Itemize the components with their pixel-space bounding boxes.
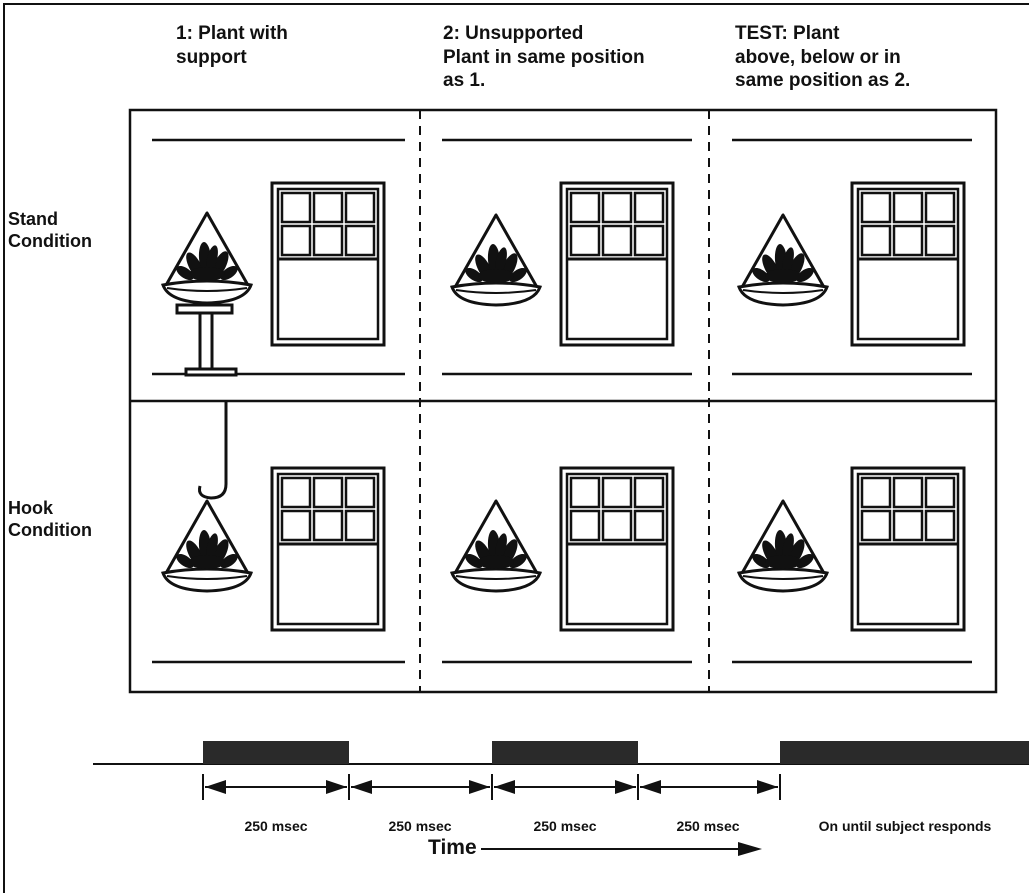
stimulus-bar [203, 741, 349, 764]
interval-arrows [205, 780, 778, 794]
stimulus-bar [492, 741, 638, 764]
window-icon [270, 181, 386, 347]
window-icon [270, 466, 386, 632]
row-label-hook: Hook Condition [8, 498, 92, 541]
time-arrow [481, 842, 762, 856]
duration-label: 250 msec [244, 818, 308, 834]
interval-ticks [202, 774, 781, 800]
window-icon [559, 466, 675, 632]
figure-frame [3, 3, 1029, 893]
stimulus-bar [780, 741, 1029, 764]
row-label-stand: Stand Condition [8, 209, 92, 252]
window-icon [850, 181, 966, 347]
column-heading-test: TEST: Plant above, below or in same posi… [735, 23, 911, 92]
hanging-plant-icon [450, 213, 542, 307]
window-icon [850, 466, 966, 632]
hanging-plant-icon [161, 211, 253, 305]
time-label: Time [428, 836, 477, 859]
hanging-plant-icon [161, 499, 253, 593]
duration-label-final: On until subject responds [818, 818, 992, 834]
hanging-plant-icon [450, 499, 542, 593]
window-icon [559, 181, 675, 347]
duration-label: 250 msec [533, 818, 597, 834]
duration-label: 250 msec [388, 818, 452, 834]
duration-label: 250 msec [676, 818, 740, 834]
hanging-plant-icon [737, 213, 829, 307]
column-heading-2: 2: Unsupported Plant in same position as… [443, 23, 645, 92]
hook-icon [198, 402, 228, 500]
hanging-plant-icon [737, 499, 829, 593]
panel-grid [128, 108, 998, 694]
plant-stand-icon [175, 303, 238, 377]
column-heading-1: 1: Plant with support [176, 23, 288, 68]
